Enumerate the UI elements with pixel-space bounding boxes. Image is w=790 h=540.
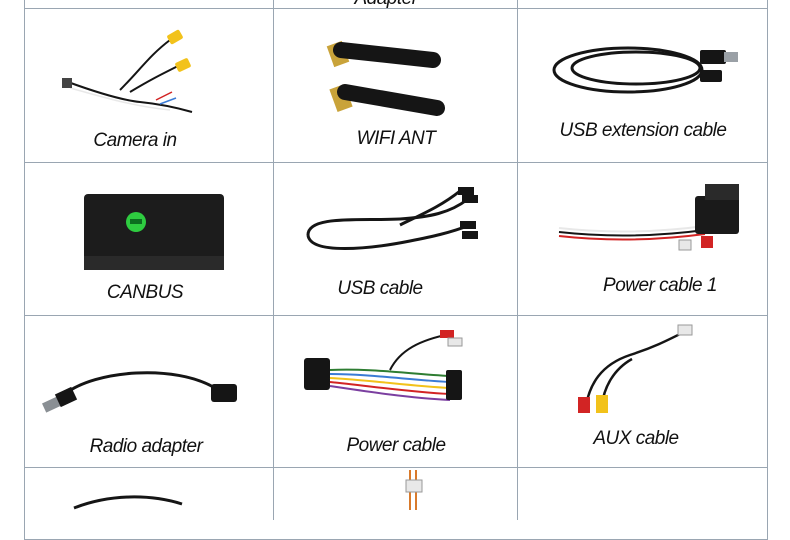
grid-divider	[517, 0, 518, 520]
camera-in-cable-image	[62, 29, 193, 113]
radio-adapter-image	[42, 371, 237, 413]
item-label-power-cable-1: Power cable 1	[603, 275, 717, 296]
aux-cable-image	[578, 324, 693, 413]
wifi-antenna-image	[326, 40, 445, 116]
usb-extension-cable-image	[552, 46, 738, 94]
item-label-camera-in: Camera in	[93, 130, 177, 151]
item-label-aux-cable: AUX cable	[593, 428, 679, 449]
cable-image-partial	[73, 495, 183, 510]
item-label-power-cable: Power cable	[346, 435, 446, 456]
canbus-box-image	[84, 194, 224, 270]
item-label-usb-extension-cable: USB extension cable	[559, 120, 727, 141]
grid-divider	[24, 8, 768, 9]
item-label-canbus: CANBUS	[106, 282, 184, 303]
power-cable-1-image	[558, 184, 739, 251]
grid-divider	[24, 467, 768, 468]
grid-divider	[24, 315, 768, 316]
connector-image-partial	[405, 470, 423, 510]
item-label-adapter: Adapter	[354, 0, 418, 10]
grid-divider	[273, 0, 274, 520]
item-label-radio-adapter: Radio adapter	[89, 436, 203, 457]
usb-cable-image	[306, 187, 478, 250]
item-label-usb-cable: USB cable	[337, 278, 423, 299]
power-cable-image	[304, 330, 463, 401]
item-label-wifi-ant: WIFI ANT	[356, 128, 436, 149]
grid-divider	[24, 162, 768, 163]
